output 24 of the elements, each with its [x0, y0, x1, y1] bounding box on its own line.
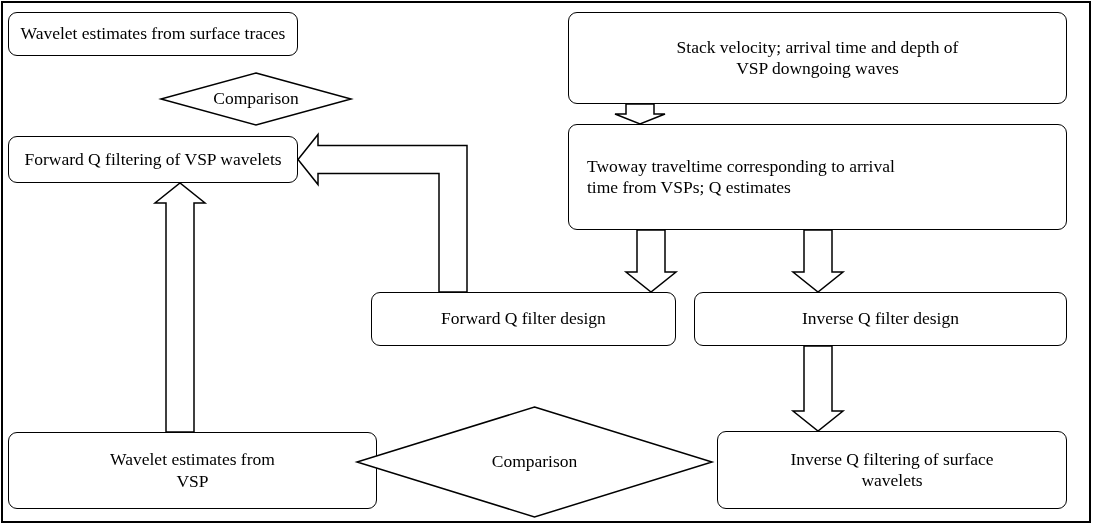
- process-box: [568, 124, 1067, 230]
- process-box: [8, 432, 377, 509]
- block-arrow: [790, 345, 846, 432]
- step-text: Forward Q filtering of VSP wavelets: [24, 148, 282, 171]
- process-box: [8, 12, 298, 56]
- step-text: Inverse Q filter design: [802, 308, 959, 330]
- process-box: [568, 12, 1067, 104]
- block-arrow: [152, 182, 208, 433]
- block-arrow: [623, 229, 679, 293]
- diamond-label: Comparison: [213, 88, 299, 110]
- step-text: Forward Q filter design: [441, 308, 606, 330]
- step-text: Wavelet estimates from surface traces: [20, 23, 286, 45]
- process-box: [371, 292, 676, 346]
- block-arrow: [790, 229, 846, 293]
- block-arrow: [297, 132, 468, 293]
- diamond-label: Comparison: [491, 451, 578, 473]
- block-arrow: [614, 103, 666, 125]
- process-box: [717, 431, 1067, 509]
- step-text: Twoway traveltime corresponding to arrival time from VSPs; Q estimates: [587, 155, 896, 199]
- step-text: Wavelet estimates from VSP: [109, 449, 276, 492]
- process-box: [694, 292, 1067, 346]
- step-text: Stack velocity; arrival time and depth of VSP downgoing waves: [675, 36, 960, 80]
- step-text: Inverse Q filtering of surface wavelets: [789, 448, 995, 492]
- process-box: [8, 136, 298, 183]
